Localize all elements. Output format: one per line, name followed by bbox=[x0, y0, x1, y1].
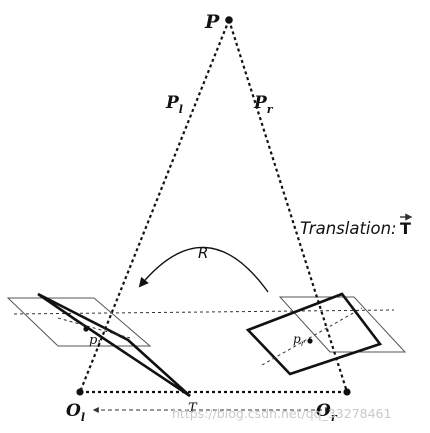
label-P: P bbox=[204, 11, 220, 33]
label-p-l: pl bbox=[89, 333, 100, 350]
right-image-plane bbox=[245, 292, 383, 376]
rotation-arc bbox=[138, 246, 269, 293]
label-translation-vector: T bbox=[400, 219, 411, 238]
left-image-plane bbox=[37, 292, 191, 398]
label-P-l: Pl bbox=[165, 93, 183, 116]
label-O-r: Or bbox=[316, 401, 338, 424]
label-p-r: pr bbox=[293, 332, 306, 348]
right-plane-inner-line bbox=[261, 307, 363, 366]
label-O-l: Ol bbox=[66, 401, 85, 424]
left-camera-center bbox=[76, 388, 84, 396]
label-P-r: Pr bbox=[253, 93, 274, 116]
world-point-P bbox=[225, 16, 233, 24]
left-plane-inner-line bbox=[57, 317, 131, 339]
label-translation: Translation: bbox=[300, 219, 397, 238]
right-camera-center bbox=[343, 388, 351, 396]
left-rectified-plane bbox=[6, 297, 152, 347]
right-rectified-plane bbox=[278, 296, 407, 353]
watermark-text: https://blog.csdn.net/qq_33278461 bbox=[172, 406, 391, 421]
label-baseline-T: T bbox=[188, 401, 198, 416]
right-image-point bbox=[307, 338, 313, 344]
left-ray-line bbox=[78, 19, 231, 393]
right-ray-line bbox=[227, 19, 349, 393]
left-image-point bbox=[83, 326, 89, 332]
label-rotation: R bbox=[198, 244, 208, 262]
